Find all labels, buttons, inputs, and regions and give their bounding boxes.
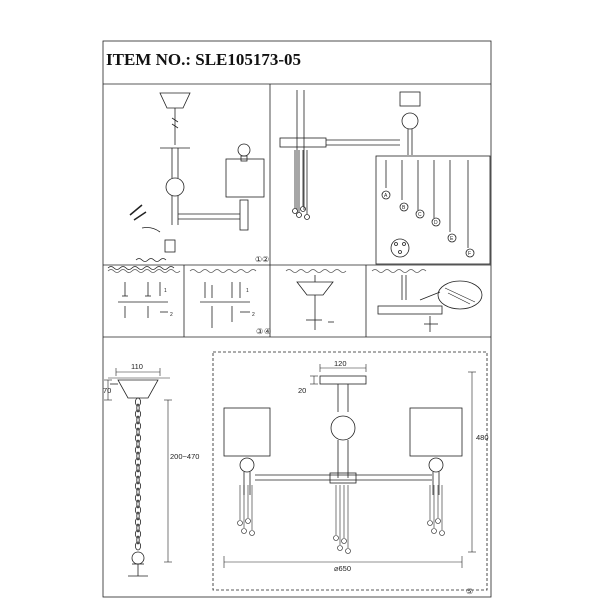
hardware-label-1: 1	[164, 288, 167, 294]
dim-total-height: 480	[476, 433, 489, 442]
part-b	[399, 202, 409, 212]
chain-link	[136, 415, 140, 425]
chain-link	[134, 505, 141, 515]
chain-link	[136, 439, 140, 449]
page-title: ITEM NO.: SLE105173-05	[106, 50, 302, 69]
chain-link	[134, 397, 141, 407]
chain-link	[134, 457, 141, 467]
chain-link	[134, 517, 141, 527]
part-a	[381, 190, 391, 200]
chain-link	[136, 475, 140, 485]
panel-4-canopy	[296, 275, 334, 330]
step-3-number: ③	[256, 327, 263, 336]
part-label-c: C	[418, 212, 422, 218]
chain-link	[136, 487, 140, 497]
left-shade	[223, 407, 271, 457]
part-d	[431, 217, 441, 227]
part-label-b: B	[402, 205, 406, 211]
dim-plate-width: 120	[334, 359, 347, 368]
step-4-number: ④	[264, 327, 271, 336]
hardware-label-2: 2	[170, 312, 173, 318]
connector-diagram	[390, 238, 410, 258]
chain-link	[136, 451, 140, 461]
socket	[399, 91, 421, 107]
chandelier-dimension-lines	[223, 364, 476, 568]
chain-assembly	[108, 377, 170, 577]
part-f	[465, 248, 475, 258]
right-shade	[409, 407, 463, 457]
chain-link	[136, 535, 140, 545]
dim-canopy-height: 70	[103, 386, 111, 395]
chain-link	[136, 403, 140, 413]
chain-link	[134, 541, 141, 551]
step-1-number: ①	[255, 255, 262, 264]
pliers-icon	[129, 204, 147, 221]
part-label-a: A	[384, 193, 388, 199]
dim-canopy-width: 110	[131, 362, 143, 371]
dim-total-width: ⌀650	[334, 564, 351, 573]
part-label-f: F	[468, 251, 471, 257]
step-2-number: ②	[262, 255, 269, 264]
chain-link	[134, 433, 141, 443]
parts-box	[375, 155, 491, 265]
bulb	[237, 143, 251, 157]
lamp-shade	[225, 158, 265, 198]
ceiling-hatch-1	[107, 266, 175, 270]
canopy-side	[117, 379, 159, 399]
chain-link	[136, 427, 140, 437]
central-ball	[330, 415, 356, 441]
part-label-e: E	[450, 236, 454, 242]
panel-4b-arm	[377, 275, 483, 332]
panel-3a-screws	[118, 282, 168, 318]
chain-dimension-lines	[104, 368, 172, 563]
step5-dashed-frame	[212, 351, 488, 591]
chain-link	[136, 463, 140, 473]
chain-link	[134, 409, 141, 419]
panel-2-parts	[279, 90, 491, 265]
part-e	[447, 233, 457, 243]
chain-link	[134, 493, 141, 503]
chain-link	[134, 529, 141, 539]
panel-1-wiring	[129, 92, 265, 253]
chain-link	[134, 421, 141, 431]
ball-ornament	[165, 177, 185, 197]
canopy-shape	[159, 92, 191, 109]
ceiling-plate	[319, 375, 367, 385]
chandelier-front-view	[223, 375, 463, 554]
part-c	[415, 209, 425, 219]
chain-link	[136, 523, 140, 533]
chain-link	[136, 511, 140, 521]
hardware-label-2b: 2	[252, 312, 255, 318]
part-label-d: D	[434, 220, 438, 226]
outer-frame	[102, 40, 492, 598]
ceiling-hatches-row2	[107, 269, 427, 273]
chain-link	[134, 481, 141, 491]
chain-link	[134, 469, 141, 479]
chain-link	[134, 445, 141, 455]
step-5-number: ⑤	[466, 587, 473, 596]
dim-chain-length: 200~470	[170, 452, 199, 461]
hardware-label-1b: 1	[246, 288, 249, 294]
dim-plate-height: 20	[298, 386, 306, 395]
ball-ornament-2	[401, 112, 419, 130]
chain-link	[136, 499, 140, 509]
panel-3b-screws	[200, 282, 250, 328]
